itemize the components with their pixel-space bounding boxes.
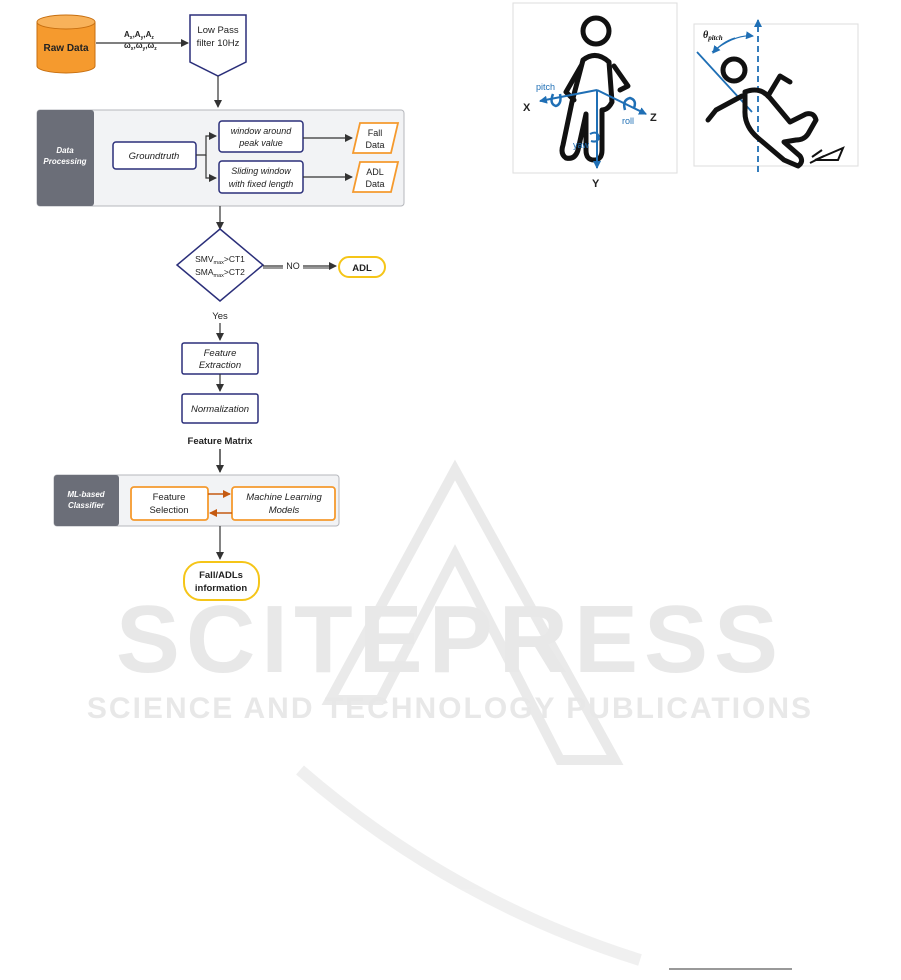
low-pass-filter-node: Low Pass filter 10Hz [189,14,247,77]
svg-text:ωx,ωy,ωz: ωx,ωy,ωz [124,41,157,52]
falling-figure-panel: θpitch [693,19,859,172]
low-pass-line1: Low Pass [197,25,238,36]
feature-matrix-label: Feature Matrix [188,436,254,447]
no-label-bg [283,259,303,271]
raw-data-cylinder: Raw Data [36,14,96,74]
output-line1: Fall/ADLs [199,570,243,581]
fall-data-node: Fall Data [351,122,400,154]
watermark-title: SCITEPRESS [116,586,784,693]
no-label: NO [286,261,300,271]
adl-data-line1: ADL [366,167,384,177]
threshold-decision: SMVmax>CT1 SMAmax>CT2 [175,228,265,302]
yaw-label: yaw [573,140,590,150]
theta-pitch-label: θpitch [703,30,723,42]
feature-extraction-line1: Feature [204,348,237,359]
roll-label: roll [622,116,634,126]
adl-label: ADL [352,263,372,274]
yaw-rotation-icon [589,131,601,143]
sensor-signals-label: Ax,Ay,Az ωx,ωy,ωz [124,30,157,52]
arrow-groundtruth-to-window [196,132,217,156]
z-axis-label: Z [650,112,657,124]
theta-arc-arrow-back [712,37,736,54]
ml-models-node: Machine Learning Models [231,486,336,521]
svg-text:Ax,Ay,Az: Ax,Ay,Az [124,30,154,41]
yes-label: Yes [212,311,228,322]
z-axis-arrow [596,89,647,115]
decision-line2: SMAmax>CT2 [195,267,245,279]
groundtruth-node: Groundtruth [112,141,197,170]
fall-data-line2: Data [365,140,384,150]
pitch-label: pitch [536,82,555,92]
raw-data-label: Raw Data [43,43,88,54]
sliding-window-node: Sliding window with fixed length [218,160,304,194]
walking-figure-panel: X Z Y pitch roll yaw [512,2,678,190]
slip-mark-icon [809,146,845,164]
x-axis-arrow [539,89,598,104]
feature-selection-line2: Selection [149,505,188,516]
groundtruth-label: Groundtruth [129,151,180,162]
feature-extraction-line2: Extraction [199,360,241,371]
arrow-groundtruth-to-sliding [205,155,217,182]
adl-terminal: ADL [338,256,386,278]
data-processing-panel: Data Processing [36,109,405,207]
x-axis-label: X [523,102,531,114]
low-pass-line2: filter 10Hz [197,38,240,49]
y-axis-label: Y [592,178,600,190]
feature-selection-line1: Feature [153,492,186,503]
adl-data-line2: Data [365,179,384,189]
ml-classifier-title-1: ML-based [67,490,105,499]
ml-models-line2: Models [269,505,300,516]
ml-classifier-title-2: Classifier [68,501,105,510]
adl-data-node: ADL Data [351,161,400,193]
normalization-node: Normalization [181,393,259,424]
fall-data-line1: Fall [368,128,383,138]
feature-extraction-node: Feature Extraction [181,342,259,375]
window-peak-line1: window around [231,126,293,136]
walking-person-icon [559,15,631,163]
sliding-window-line2: with fixed length [229,179,294,189]
watermark-subtitle: SCIENCE AND TECHNOLOGY PUBLICATIONS [87,692,813,725]
data-processing-title-2: Processing [43,157,86,166]
pitch-rotation-icon [550,93,562,108]
output-terminal: Fall/ADLs information [183,561,260,601]
window-peak-line2: peak value [238,138,283,148]
data-processing-title-1: Data [56,146,74,155]
output-line2: information [195,583,247,594]
falling-person-icon [705,56,819,169]
window-peak-node: window around peak value [218,120,304,153]
normalization-label: Normalization [191,404,249,415]
sliding-window-line1: Sliding window [231,166,291,176]
roll-rotation-icon [622,96,637,111]
decision-line1: SMVmax>CT1 [195,254,245,266]
watermark: SCITEPRESS SCIENCE AND TECHNOLOGY PUBLIC… [87,459,813,966]
ml-models-line1: Machine Learning [246,492,322,503]
feature-selection-node: Feature Selection [130,486,209,521]
